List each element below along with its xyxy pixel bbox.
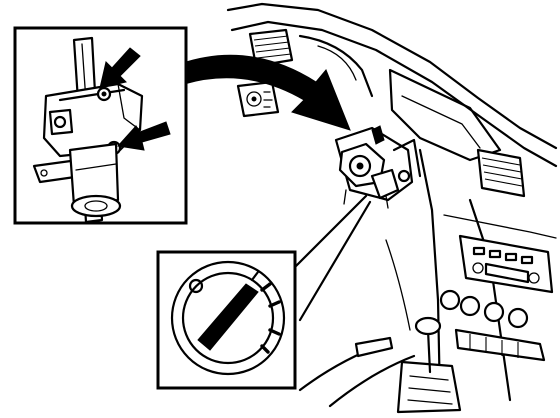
arrow-lower-screw bbox=[117, 121, 171, 151]
ignition-switch-on-column bbox=[334, 125, 422, 209]
pointer-arrow bbox=[179, 54, 351, 131]
lower-control-knobs bbox=[439, 289, 546, 362]
arrow-upper-screw bbox=[99, 47, 141, 89]
dashboard-illustration bbox=[226, 2, 558, 414]
light-switch-panel bbox=[236, 80, 280, 118]
gear-selector bbox=[396, 316, 462, 414]
detail-ignition-key-slot bbox=[156, 194, 372, 390]
right-air-vent bbox=[476, 148, 526, 198]
left-air-vent bbox=[248, 28, 294, 68]
detail-steering-lock-assembly bbox=[13, 26, 188, 225]
center-console-panel bbox=[458, 234, 554, 294]
